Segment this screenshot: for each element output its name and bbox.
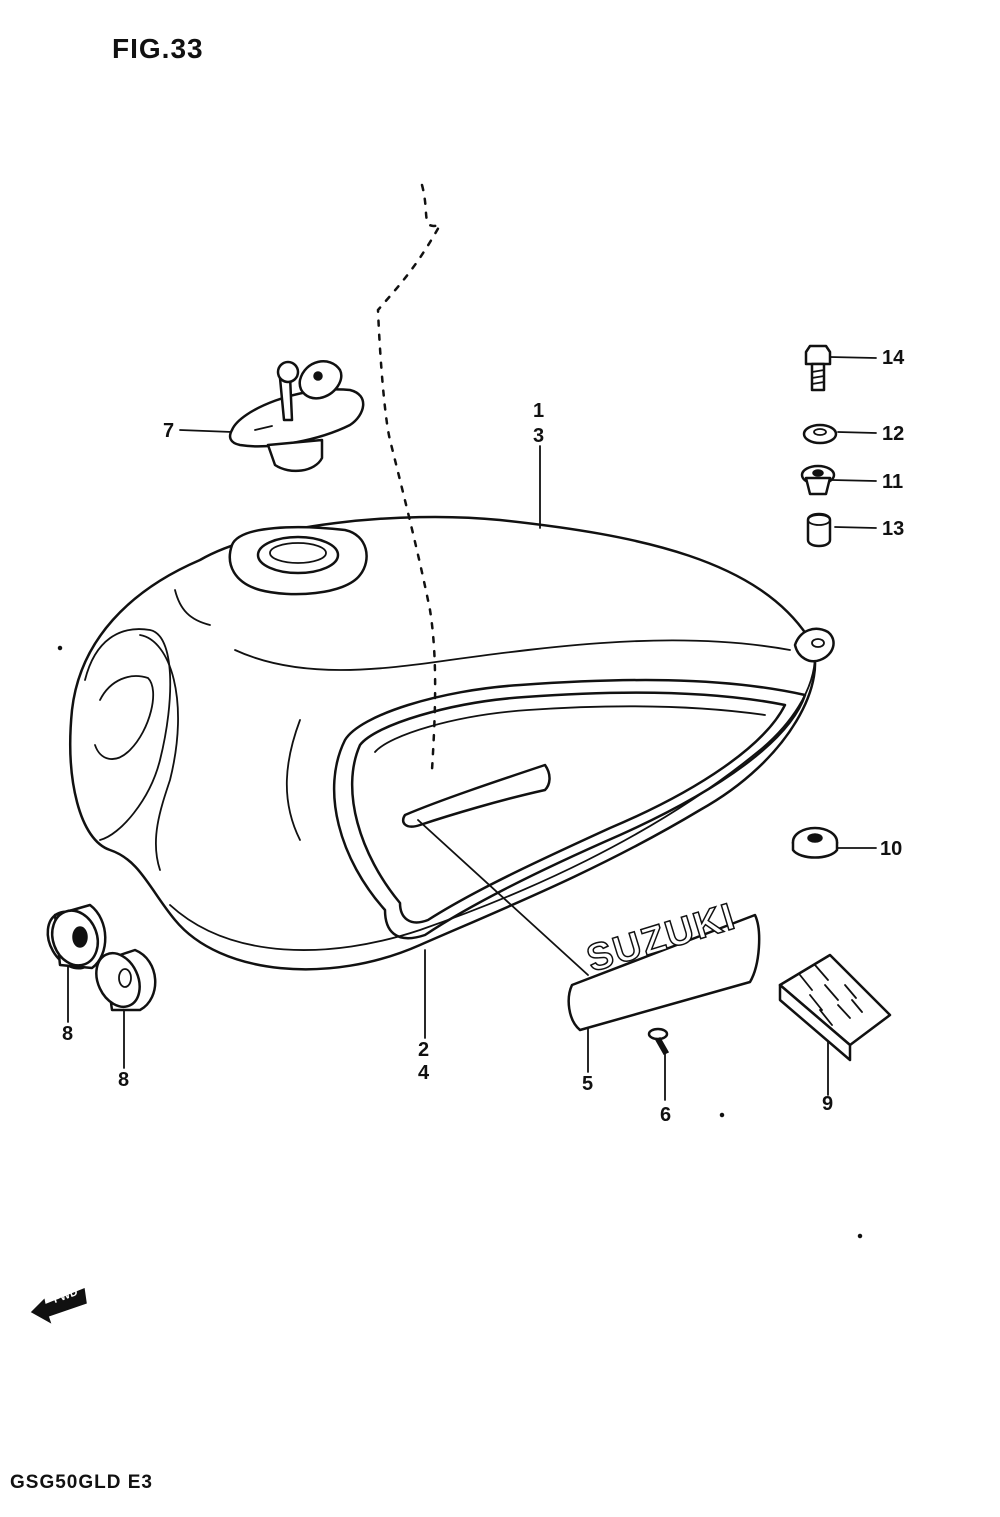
washer — [802, 423, 838, 445]
callout-8-lower: 8 — [118, 1069, 130, 1091]
callout-3: 3 — [533, 425, 545, 447]
callout-1: 1 — [533, 400, 545, 422]
callout-8-upper: 8 — [62, 1023, 74, 1045]
callout-10: 10 — [880, 838, 903, 860]
callout-12: 12 — [882, 423, 905, 445]
callout-6: 6 — [660, 1104, 672, 1126]
callout-4: 4 — [418, 1062, 430, 1084]
grommet — [791, 826, 839, 859]
callout-5: 5 — [582, 1073, 594, 1095]
model-code-footer: GSG50GLD E3 — [10, 1472, 153, 1493]
screw — [647, 1027, 670, 1055]
bolt — [804, 344, 832, 392]
suzuki-emblem — [567, 913, 761, 1032]
forward-arrow — [30, 1287, 87, 1324]
fuel-cap — [228, 360, 365, 473]
fuel-tank — [69, 515, 835, 971]
callout-9: 9 — [822, 1093, 834, 1115]
cushion-upper — [46, 903, 107, 970]
callout-7: 7 — [163, 420, 175, 442]
figure-title: FIG.33 — [112, 33, 204, 64]
callout-13: 13 — [882, 518, 905, 540]
holder-block — [778, 953, 892, 1062]
flanged-cushion — [800, 464, 836, 496]
callout-2: 2 — [418, 1039, 430, 1061]
routing-dashed-line — [376, 183, 443, 772]
collar — [806, 512, 832, 548]
callout-11: 11 — [882, 471, 904, 493]
cushion-lower — [95, 948, 157, 1012]
callout-14: 14 — [882, 347, 905, 369]
